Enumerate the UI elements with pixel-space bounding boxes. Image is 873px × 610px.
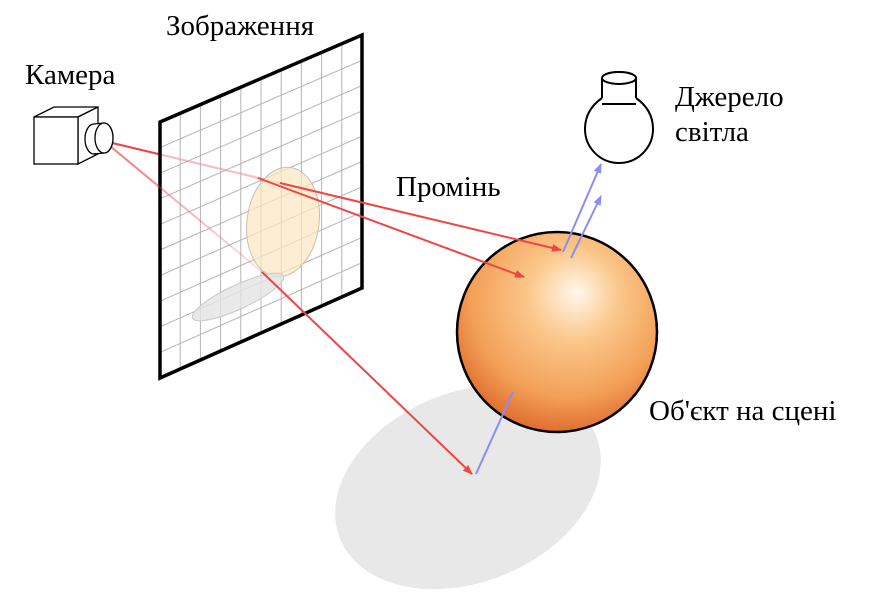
light-bulb-icon: [583, 70, 655, 164]
label-image: Зображення: [166, 10, 314, 42]
label-camera: Камера: [25, 59, 116, 91]
label-object: Об'єкт на сцені: [649, 395, 836, 427]
projected-shadow: [191, 272, 285, 322]
image-plane: [158, 32, 364, 381]
scene-object-sphere: [455, 230, 659, 434]
label-light-line1: Джерело: [675, 81, 784, 113]
object-shadow: [335, 384, 601, 590]
label-light-line2: світла: [675, 116, 749, 148]
camera-icon: [33, 105, 114, 166]
label-ray: Промінь: [396, 171, 501, 203]
rays-plane-to-scene: [257, 177, 562, 475]
shadow-rays: [475, 163, 602, 475]
